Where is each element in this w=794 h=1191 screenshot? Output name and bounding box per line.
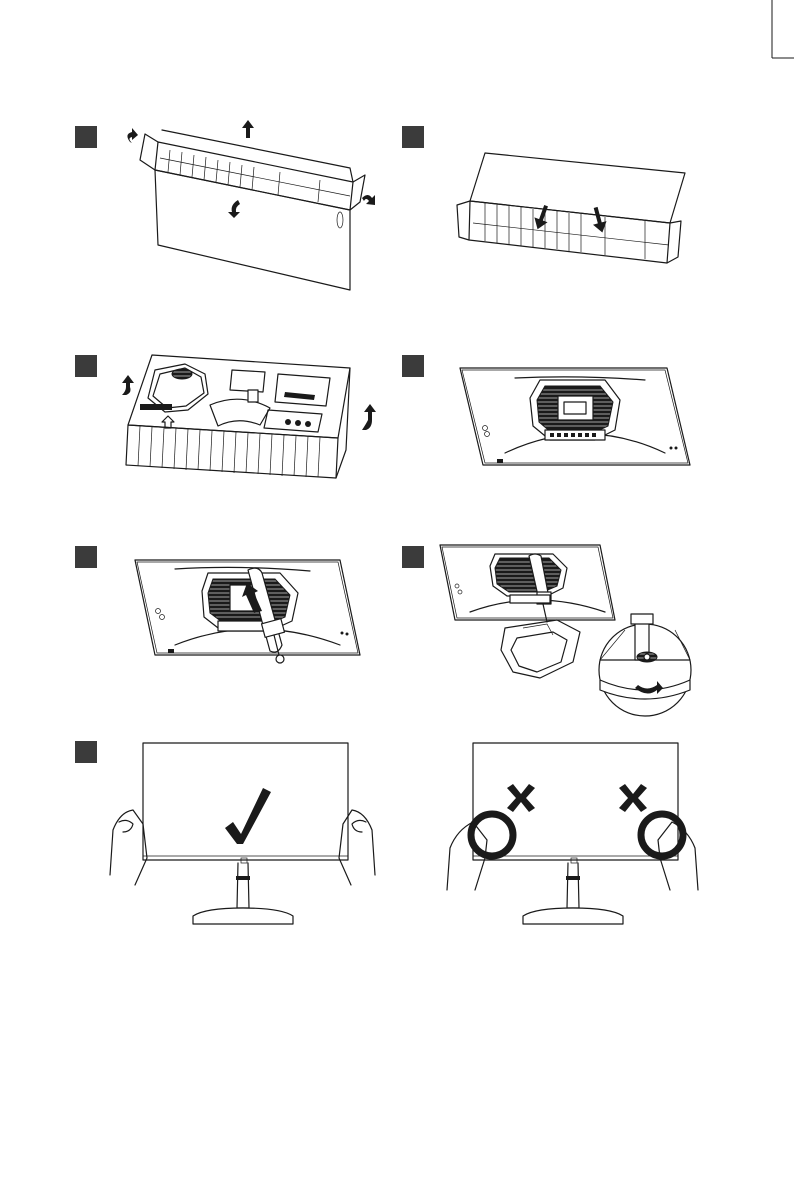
step-1-illustration <box>110 120 385 295</box>
step-5-illustration <box>130 555 370 670</box>
step-badge-1 <box>75 126 97 148</box>
step-badge-6 <box>402 546 424 568</box>
step-4-illustration <box>445 360 695 470</box>
step-2-illustration <box>445 145 695 270</box>
step-7-incorrect-illustration <box>435 740 710 930</box>
step-badge-3 <box>75 355 97 377</box>
crop-mark <box>770 0 794 70</box>
step-7-correct-illustration <box>105 740 380 930</box>
step-badge-2 <box>402 126 424 148</box>
step-6-illustration <box>435 540 715 725</box>
step-badge-5 <box>75 546 97 568</box>
step-3-illustration <box>110 350 385 485</box>
step-badge-4 <box>402 355 424 377</box>
step-badge-7 <box>75 741 97 763</box>
